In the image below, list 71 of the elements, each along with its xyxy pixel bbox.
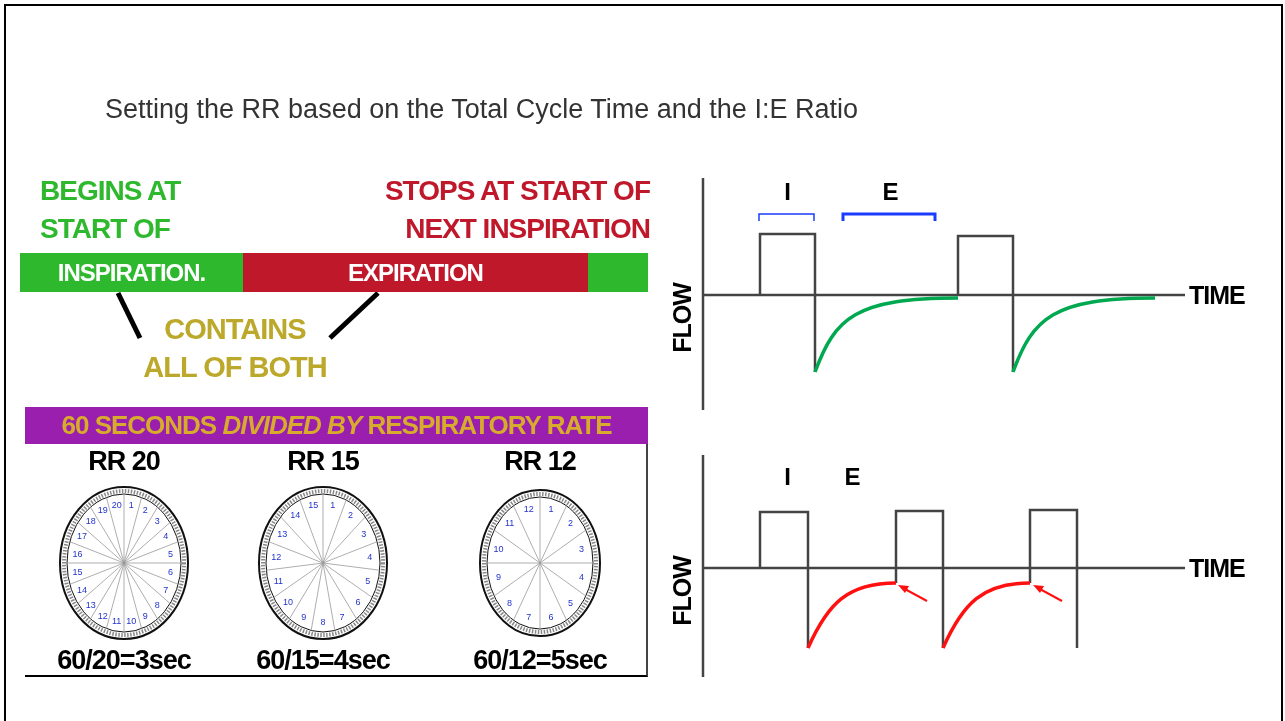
- clock-number: 9: [141, 609, 149, 622]
- phase-label: E: [881, 178, 899, 206]
- clock-number: 1: [547, 502, 555, 515]
- clock-number: 4: [578, 571, 586, 584]
- equation-text: 60/12=5sec: [472, 645, 608, 676]
- axis-label: FLOW: [667, 554, 697, 628]
- axis-label: FLOW: [667, 281, 697, 355]
- clock-number: 5: [364, 575, 372, 588]
- clock-number: 18: [84, 515, 97, 528]
- clock-number: 8: [319, 616, 327, 628]
- clock-number: 11: [110, 615, 123, 628]
- clock-number: 1: [329, 499, 337, 512]
- clock-number: 12: [96, 609, 109, 622]
- clock-number: 11: [503, 517, 516, 530]
- clock-number: 2: [347, 509, 355, 522]
- clock-number: 17: [76, 530, 89, 543]
- clock-number: 5: [566, 596, 574, 609]
- phase-label: I: [783, 178, 791, 206]
- clock-number: 7: [338, 610, 346, 623]
- clock-number: 8: [153, 598, 161, 611]
- clock-number: 9: [300, 610, 308, 623]
- equation-text: 60/20=3sec: [56, 645, 192, 676]
- clock-number: 2: [566, 517, 574, 530]
- connector-line: [115, 291, 143, 340]
- clock-number: 13: [84, 598, 97, 611]
- inspiration-band: INSPIRATION.: [20, 253, 243, 292]
- clock-number: 6: [547, 611, 555, 624]
- clock-number: 11: [272, 575, 284, 588]
- phase-label: E: [843, 463, 861, 491]
- rate-heading: RR 15: [286, 446, 360, 477]
- clock-number: 15: [307, 499, 320, 512]
- clock-number: 15: [71, 566, 84, 579]
- phase-label: I: [783, 463, 791, 491]
- clock-number: 7: [525, 611, 533, 624]
- clock-number: 12: [270, 550, 283, 563]
- axis-label: TIME: [1189, 553, 1245, 583]
- clock-number: 16: [71, 547, 84, 560]
- clock-number: 12: [522, 502, 535, 515]
- inspiration-band: [588, 253, 648, 292]
- caption-text: STOPS AT START OF NEXT INSPIRATION: [383, 174, 650, 246]
- clock-number: 9: [494, 571, 502, 584]
- clock-number: 1: [127, 498, 135, 511]
- axis-label: TIME: [1189, 280, 1245, 310]
- clock-number: 4: [162, 530, 170, 543]
- caption-text: BEGINS AT START OF: [40, 174, 182, 246]
- clock-number: 2: [141, 504, 149, 517]
- clock-number: 4: [366, 550, 374, 563]
- clock-number: 3: [153, 515, 161, 528]
- clock-number: 3: [360, 527, 368, 540]
- clock-number: 13: [276, 527, 289, 540]
- clock-number: 7: [162, 583, 170, 596]
- heading-band: 60 SECONDS DIVIDED BY RESPIRATORY RATE: [25, 407, 648, 444]
- clock-number: 6: [354, 596, 362, 609]
- clock-number: 3: [578, 542, 586, 555]
- clock-number: 8: [506, 596, 514, 609]
- expiration-band: EXPIRATION: [243, 253, 588, 292]
- clock-number: 10: [282, 596, 295, 609]
- clock-number: 10: [125, 615, 138, 628]
- clock-number: 14: [289, 509, 302, 522]
- annotation-text: CONTAINS ALL OF BOTH: [140, 310, 330, 386]
- clock-number: 14: [76, 583, 89, 596]
- slide-title: Setting the RR based on the Total Cycle Time and the I:E Ratio: [105, 94, 858, 125]
- clock-number: 10: [492, 542, 505, 555]
- connector-line: [328, 291, 380, 340]
- clock-number: 19: [96, 504, 109, 517]
- clock-number: 6: [166, 566, 174, 579]
- rate-heading: RR 20: [87, 446, 161, 477]
- equation-text: 60/15=4sec: [255, 645, 391, 676]
- clock-number: 20: [110, 498, 123, 511]
- clock-number: 5: [166, 547, 174, 560]
- rate-heading: RR 12: [503, 446, 577, 477]
